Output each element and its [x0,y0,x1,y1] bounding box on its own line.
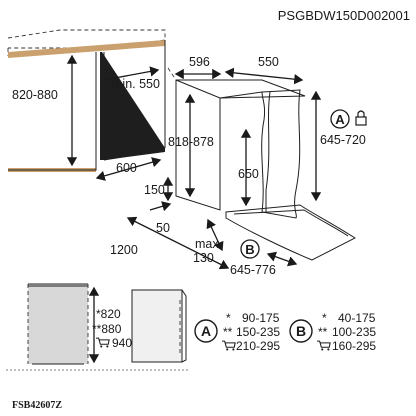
table-b: B * 40-175 ** 100-235 160-295 [289,311,376,353]
table-b-value-2: 100-235 [332,325,376,339]
table-a: A * 90-175 ** 150-235 210-295 [194,311,280,353]
cart-icon [222,340,236,351]
table-b-mark-1: * [322,311,327,325]
width-596-label: 596 [189,55,210,69]
appliance-drawing [126,67,357,270]
table-a-mark-1: * [226,311,231,325]
niche-interior [100,52,165,160]
front-view-drawing [6,283,188,371]
max-label: max. [195,237,222,251]
table-a-value-2: 150-235 [236,325,280,339]
front-height-cart: 940 [112,336,132,350]
table-a-mark-2: ** [223,325,233,339]
d150-label: 150 [144,183,165,197]
table-a-badge: A [201,323,211,339]
niche-height-label: 820-880 [12,88,58,102]
table-b-value-3: 160-295 [332,339,376,353]
depth-600-label: 600 [116,161,137,175]
min-depth-label: min. 550 [112,77,160,91]
front-height-star: *820 [96,307,121,321]
table-a-value-1: 90-175 [242,311,280,325]
badge-b-middle: B [240,239,260,259]
max-value-label: 130 [193,251,214,265]
table-b-badge: B [296,323,306,339]
svg-text:B: B [245,242,254,257]
cart-icon [96,337,110,348]
door-open-label: 645-776 [230,263,276,277]
table-b-mark-2: ** [318,325,328,339]
table-a-value-3: 210-295 [236,339,280,353]
footer-code: FSB42607Z [12,400,62,411]
header-code: PSGBDW150D002001 [278,8,410,23]
height-818-label: 818-878 [168,135,214,149]
d50-label: 50 [156,221,170,235]
lock-icon [355,110,367,126]
depth-550-label: 550 [258,55,279,69]
table-b-value-1: 40-175 [338,311,376,325]
cart-icon [317,340,331,351]
front-height-double-star: **880 [92,322,122,336]
height-645-label: 645-720 [320,133,366,147]
door-650-label: 650 [238,167,259,181]
svg-text:A: A [335,112,345,127]
niche-drawing [7,29,166,181]
badge-a-top: A [330,109,350,129]
d1200-label: 1200 [110,243,138,257]
